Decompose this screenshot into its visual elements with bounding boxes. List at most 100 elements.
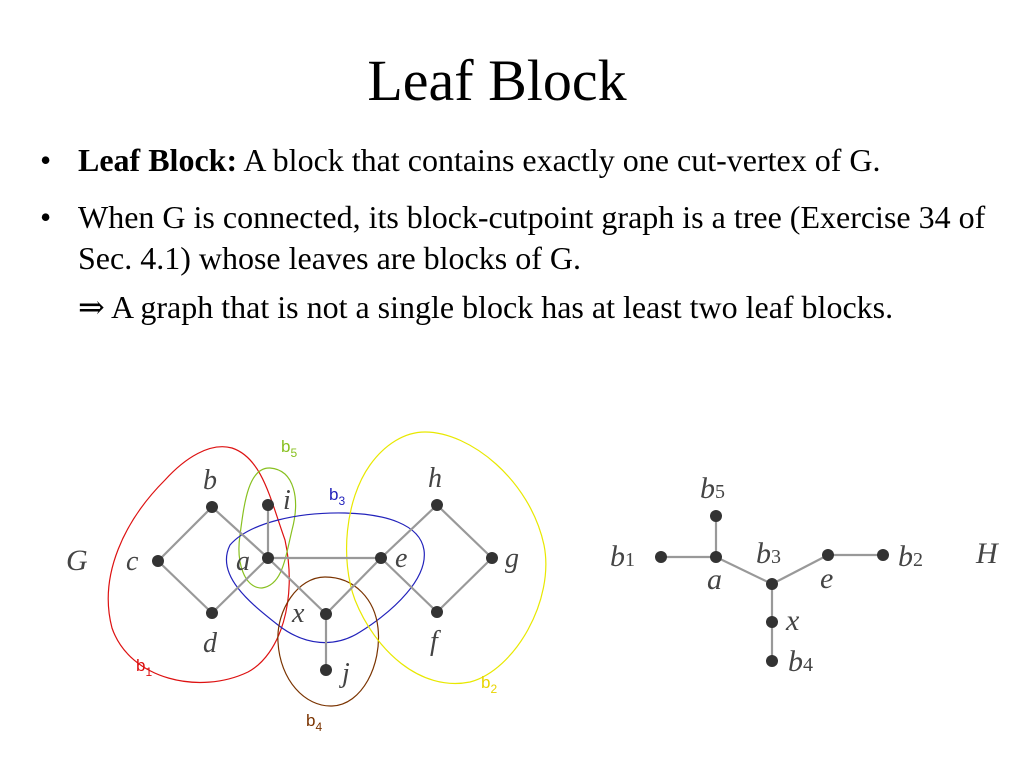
bullet-list: • Leaf Block: A block that contains exac… bbox=[40, 140, 990, 328]
vertex-label-f: f bbox=[430, 626, 441, 657]
graph-h: H b5 b1 a b3 e b2 x b4 bbox=[610, 472, 1000, 678]
block-label-base: b bbox=[136, 656, 145, 675]
node-label-sub: 1 bbox=[625, 549, 635, 571]
block-label-base: b bbox=[281, 437, 290, 456]
edge-a-b bbox=[211, 506, 269, 559]
node-label-sub: 5 bbox=[715, 481, 725, 503]
node-label-b5: b5 bbox=[700, 472, 725, 505]
block-b4-outline bbox=[277, 576, 380, 707]
edge-f-e bbox=[380, 557, 438, 613]
node-e bbox=[822, 549, 834, 561]
node-label-base: b bbox=[756, 537, 771, 570]
edge-x-e bbox=[325, 557, 382, 615]
bullet-dot: • bbox=[40, 142, 52, 178]
block-label-sub: 1 bbox=[145, 665, 152, 679]
edge-b3-e bbox=[771, 554, 829, 585]
graph-h-nodes bbox=[655, 510, 889, 667]
node-label-x: x bbox=[785, 604, 800, 637]
edge-c-d bbox=[157, 560, 213, 614]
bullet-dot: • bbox=[40, 199, 52, 235]
node-label-e: e bbox=[820, 562, 833, 595]
block-b2-outline bbox=[345, 431, 547, 685]
block-b1-outline bbox=[107, 446, 290, 684]
vertex-f bbox=[431, 606, 443, 618]
graph-g-name: G bbox=[66, 544, 88, 577]
node-label-b3: b3 bbox=[756, 537, 781, 570]
edge-b-c bbox=[157, 506, 213, 562]
bullet-block-cutpoint-tree: • When G is connected, its block-cutpoin… bbox=[40, 197, 990, 279]
bullet-text: When G is connected, its block-cutpoint … bbox=[78, 199, 986, 276]
block-label-sub: 3 bbox=[338, 494, 345, 508]
graph-h-name: H bbox=[975, 537, 1000, 570]
block-label-sub: 4 bbox=[315, 720, 322, 734]
vertex-label-j: j bbox=[339, 658, 350, 689]
node-b4 bbox=[766, 655, 778, 667]
block-label-sub: 2 bbox=[490, 682, 497, 696]
vertex-g bbox=[486, 552, 498, 564]
node-label-sub: 3 bbox=[771, 546, 781, 568]
node-label-base: b bbox=[788, 645, 803, 678]
block-label-b2: b2 bbox=[481, 673, 497, 696]
vertex-label-e: e bbox=[395, 543, 407, 574]
vertex-e bbox=[375, 552, 387, 564]
block-label-b3: b3 bbox=[329, 485, 345, 508]
graph-g-labels: G b i c a e h g x d f j bbox=[66, 463, 519, 689]
vertex-h bbox=[431, 499, 443, 511]
edge-g-f bbox=[436, 557, 493, 613]
bullet-leaf-block-definition: • Leaf Block: A block that contains exac… bbox=[40, 140, 990, 181]
node-b1 bbox=[655, 551, 667, 563]
node-label-base: b bbox=[898, 540, 913, 573]
edge-d-a bbox=[211, 557, 269, 614]
edge-a-x bbox=[267, 557, 327, 615]
block-label-sub: 5 bbox=[290, 446, 297, 460]
node-x bbox=[766, 616, 778, 628]
block-label-base: b bbox=[329, 485, 338, 504]
bullet-text: A block that contains exactly one cut-ve… bbox=[237, 142, 881, 178]
block-label-b5: b5 bbox=[281, 437, 297, 460]
bullet-implication: ⇒ A graph that is not a single block has… bbox=[40, 287, 990, 328]
vertex-label-i: i bbox=[283, 485, 291, 516]
node-label-sub: 2 bbox=[913, 549, 923, 571]
vertex-i bbox=[262, 499, 274, 511]
node-a bbox=[710, 551, 722, 563]
vertex-j bbox=[320, 664, 332, 676]
edge-e-h bbox=[380, 504, 438, 559]
node-label-b2: b2 bbox=[898, 540, 923, 573]
block-b3-outline bbox=[225, 512, 425, 644]
vertex-b bbox=[206, 501, 218, 513]
vertex-label-g: g bbox=[505, 543, 519, 574]
node-label-b1: b1 bbox=[610, 540, 635, 573]
node-b3 bbox=[766, 578, 778, 590]
slide-title: Leaf Block bbox=[367, 48, 627, 113]
graph-g-edges bbox=[157, 504, 493, 670]
block-label-b4: b4 bbox=[306, 711, 322, 734]
vertex-label-h: h bbox=[428, 463, 442, 494]
implies-arrow: ⇒ bbox=[78, 289, 105, 325]
block-label-b1: b1 bbox=[136, 656, 152, 679]
node-b5 bbox=[710, 510, 722, 522]
vertex-a bbox=[262, 552, 274, 564]
block-label-base: b bbox=[306, 711, 315, 730]
block-b5-outline bbox=[238, 467, 297, 589]
edge-h-g bbox=[436, 504, 493, 559]
implication-text: A graph that is not a single block has a… bbox=[104, 289, 894, 325]
vertex-x bbox=[320, 608, 332, 620]
bullet-term: Leaf Block: bbox=[78, 142, 238, 178]
graph-h-labels: H b5 b1 a b3 e b2 x b4 bbox=[610, 472, 1000, 678]
node-label-sub: 4 bbox=[803, 654, 813, 676]
vertex-label-d: d bbox=[203, 628, 218, 659]
edge-a-b3 bbox=[715, 556, 773, 585]
block-label-base: b bbox=[481, 673, 490, 692]
node-label-b4: b4 bbox=[788, 645, 813, 678]
node-label-a: a bbox=[707, 563, 722, 596]
graph-g: G b i c a e h g x d f j b1 b2 b3 b4 b5 bbox=[66, 431, 547, 734]
vertex-label-b: b bbox=[203, 465, 217, 496]
vertex-label-x: x bbox=[291, 598, 305, 629]
graph-h-edges bbox=[661, 516, 883, 661]
graph-g-vertices bbox=[152, 499, 498, 676]
vertex-label-c: c bbox=[126, 546, 139, 577]
vertex-label-a: a bbox=[236, 546, 250, 577]
vertex-d bbox=[206, 607, 218, 619]
node-label-base: b bbox=[700, 472, 715, 505]
